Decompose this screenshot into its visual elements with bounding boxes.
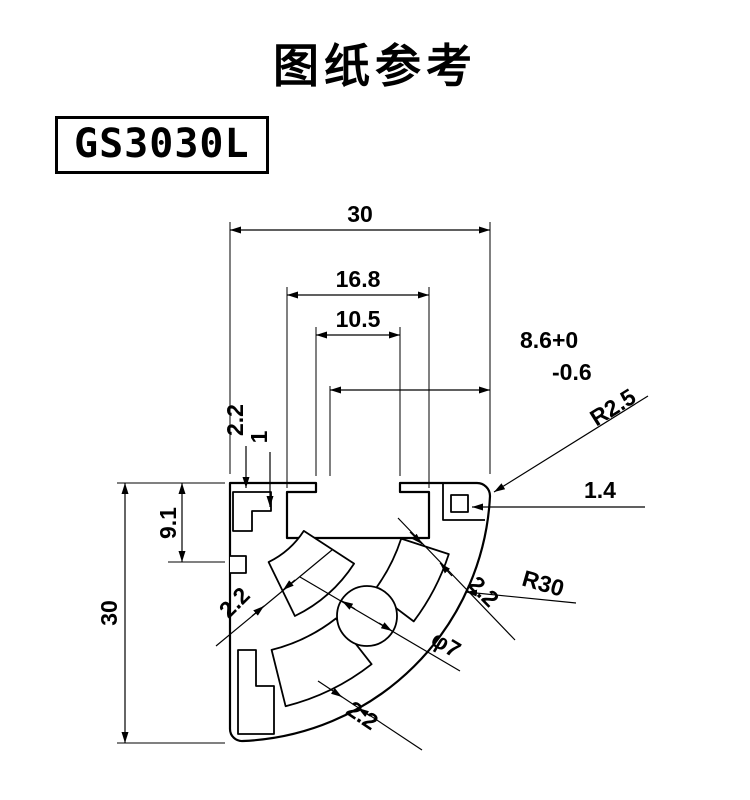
label-slot-depth: 8.6+0 (520, 327, 578, 353)
label-overall-width: 30 (347, 201, 373, 227)
dimension-lines (121, 226, 490, 743)
corner-square-hole (450, 494, 469, 513)
label-lip-thickness: 2.2 (222, 404, 248, 436)
left-cap-detail (232, 491, 272, 532)
model-label: GS3030L (74, 121, 250, 167)
page-title: 图纸参考 (273, 39, 477, 93)
label-inner-width: 10.5 (336, 306, 381, 332)
leader-lines (215, 395, 649, 751)
label-overall-height: 30 (96, 600, 122, 626)
label-outer-radius: R30 (519, 565, 567, 602)
cutout-bottom (270, 617, 373, 708)
bottom-cap-detail (237, 649, 275, 735)
label-chamber-width: 16.8 (336, 266, 381, 292)
leader-outer-radius (465, 589, 577, 604)
label-corner-radius: R2.5 (585, 383, 640, 431)
extension-lines (117, 222, 491, 744)
model-label-box: GS3030L (55, 116, 269, 174)
technical-drawing: 30 16.8 10.5 8.6+0 -0.6 2.2 1 R2.5 1.4 9… (96, 201, 649, 751)
leader-web-left (215, 549, 333, 647)
label-top-section-height: 9.1 (155, 507, 181, 539)
label-lip-step: 1 (246, 430, 272, 443)
leader-corner-radius (493, 395, 649, 493)
cutout-upper-left (267, 530, 355, 617)
left-face-tab (230, 555, 247, 574)
label-slot-depth-tolerance: -0.6 (552, 359, 592, 385)
label-corner-wall: 1.4 (584, 477, 616, 503)
